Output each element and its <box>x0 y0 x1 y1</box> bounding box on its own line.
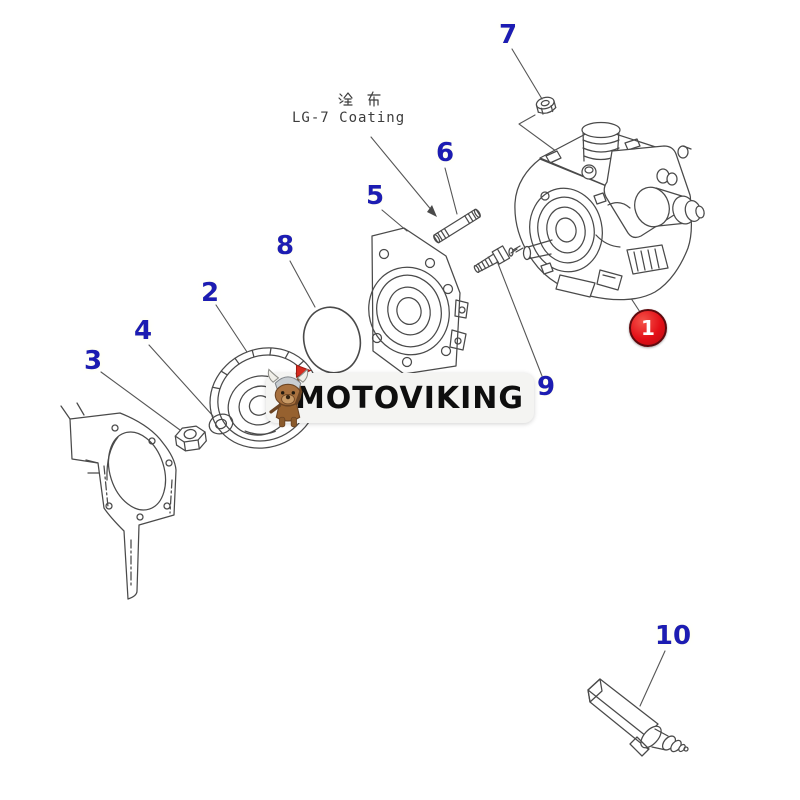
callout-1-number: 1 <box>641 316 655 340</box>
o-ring <box>302 306 362 374</box>
callout-1-red-badge: 1 <box>629 309 667 347</box>
callout-2: 2 <box>200 278 220 308</box>
shaft-nut <box>174 425 207 452</box>
watermark-banner: MOTOVIKING <box>266 373 534 423</box>
coating-note-text: LG-7 Coating <box>292 110 406 126</box>
callout-4: 4 <box>133 316 153 346</box>
small-nut <box>535 96 557 115</box>
callout-7: 7 <box>498 20 518 50</box>
leader-lines <box>100 48 666 707</box>
viking-dog-logo-icon <box>267 364 312 428</box>
callout-3: 3 <box>83 346 103 376</box>
stud <box>433 208 481 244</box>
fuel-injection-pump <box>508 121 705 301</box>
joint-bar-tool <box>587 678 689 757</box>
callout-10: 10 <box>654 621 692 651</box>
bolt <box>473 245 511 274</box>
engine-cover-bracket <box>60 402 177 600</box>
watermark-text: MOTOVIKING <box>294 380 524 416</box>
callout-8: 8 <box>275 231 295 261</box>
callout-6: 6 <box>435 138 455 168</box>
callout-9: 9 <box>536 372 556 402</box>
callout-5: 5 <box>365 181 385 211</box>
washer <box>208 413 234 435</box>
kanji-coating-note <box>338 91 381 107</box>
coating-arrowhead <box>427 205 437 217</box>
mounting-flange <box>368 227 469 375</box>
